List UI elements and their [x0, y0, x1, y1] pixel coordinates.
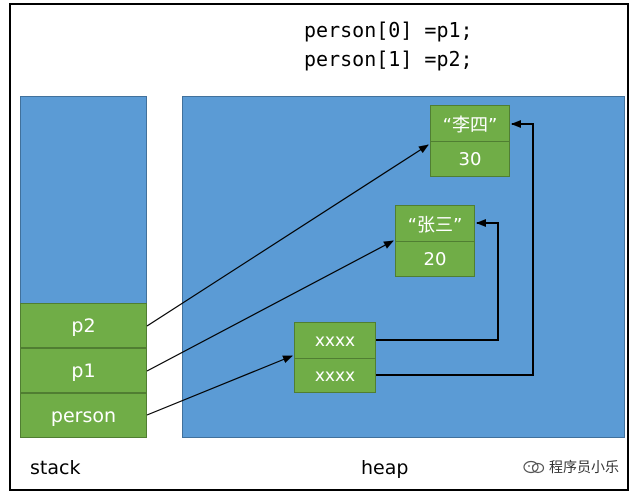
- arrow-array1-to-lisi: [376, 120, 534, 376]
- stack-cell-p2: p2: [20, 303, 147, 348]
- watermark-text: 程序员小乐: [549, 460, 619, 476]
- heap-label: heap: [361, 457, 409, 479]
- arrow-p2-to-lisi: [146, 144, 429, 327]
- code-line-1: person[0] =p1;: [304, 18, 473, 42]
- array-cell-0: xxxx: [294, 322, 376, 359]
- array-cell-1: xxxx: [294, 358, 376, 393]
- stack-cell-p1: p1: [20, 348, 147, 393]
- code-line-2: person[1] =p2;: [304, 47, 473, 71]
- arrow-array0-to-zhangsan: [376, 219, 499, 341]
- stack-label: stack: [30, 457, 81, 479]
- heap-object-age-lisi: 30: [430, 141, 510, 177]
- heap-panel: [182, 96, 625, 438]
- heap-object-age-zhangsan: 20: [395, 241, 475, 277]
- arrow-person-to-array: [146, 355, 293, 416]
- arrow-p1-to-zhangsan: [146, 240, 394, 372]
- stack-cell-person: person: [20, 393, 147, 438]
- watermark: 程序员小乐: [523, 457, 619, 477]
- wechat-icon: [523, 460, 545, 474]
- heap-object-name-zhangsan: “张三”: [395, 205, 475, 242]
